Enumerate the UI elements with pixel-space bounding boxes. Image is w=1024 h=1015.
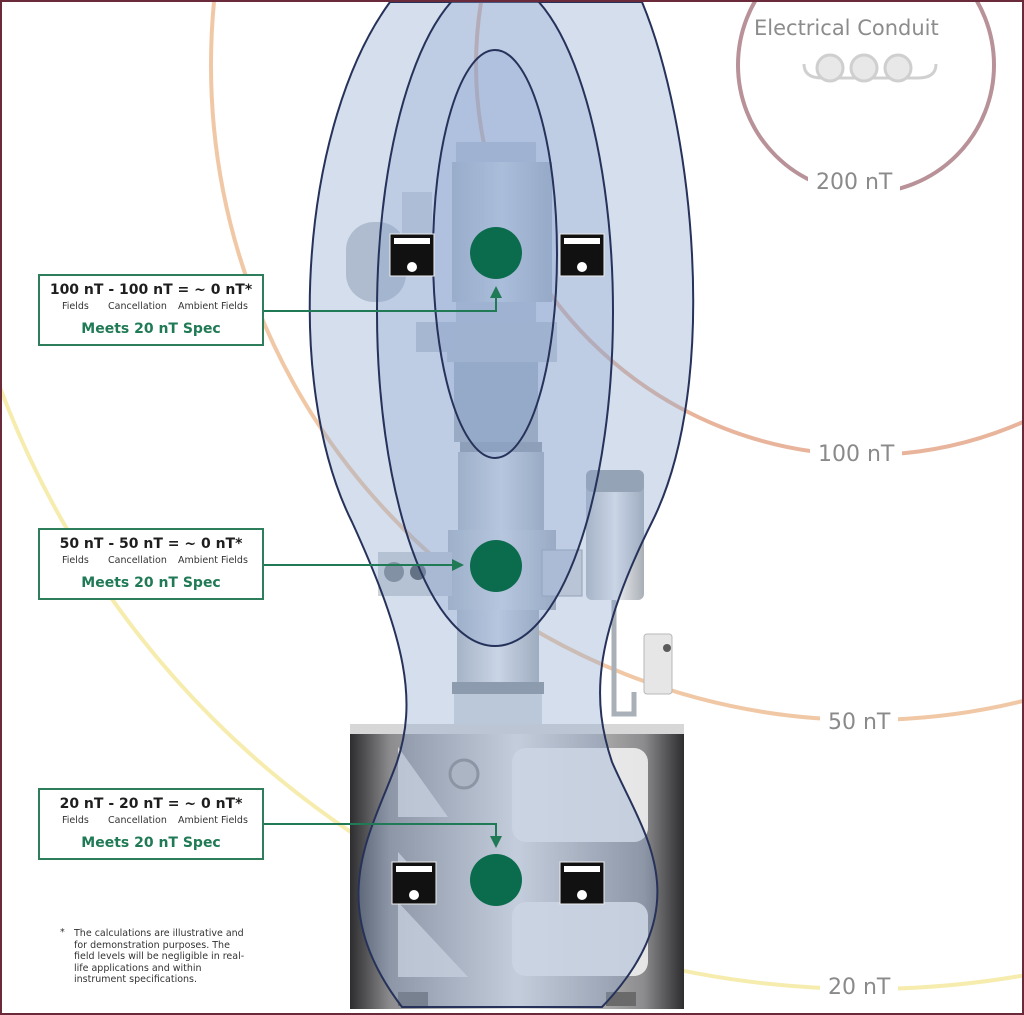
- spec-label: Meets 20 nT Spec: [81, 321, 221, 337]
- calc-ambient-label: Ambient Fields: [178, 815, 248, 826]
- calc-cancellation-label: Cancellation: [108, 301, 167, 312]
- calc-ambient-label: Ambient Fields: [178, 555, 248, 566]
- sensor-point-middle: [470, 540, 522, 592]
- footnote-marker: *: [60, 927, 65, 938]
- calc-fields-label: Fields: [62, 301, 89, 312]
- field-level-50: 50 nT: [820, 710, 899, 735]
- sensor-points: [470, 227, 522, 906]
- footnote-text: The calculations are illustrative and fo…: [74, 928, 245, 985]
- calc-cancellation-label: Cancellation: [108, 815, 167, 826]
- field-level-100: 100 nT: [810, 442, 903, 467]
- sensor-badges: [389, 233, 605, 905]
- calc-box-bottom: 20 nT - 20 nT = ~ 0 nT* Fields Cancellat…: [38, 788, 264, 860]
- calc-ambient-label: Ambient Fields: [178, 301, 248, 312]
- sensor-point-bottom: [470, 854, 522, 906]
- calc-equation: 20 nT - 20 nT = ~ 0 nT*: [59, 796, 243, 812]
- field-level-20: 20 nT: [820, 975, 899, 1000]
- calc-fields-label: Fields: [62, 815, 89, 826]
- calc-equation: 50 nT - 50 nT = ~ 0 nT*: [59, 536, 243, 552]
- spec-label: Meets 20 nT Spec: [81, 835, 221, 851]
- conduit-label: Electrical Conduit: [754, 16, 939, 40]
- calc-equation: 100 nT - 100 nT = ~ 0 nT*: [49, 282, 253, 298]
- connector-arrows: [264, 286, 502, 848]
- calc-fields-label: Fields: [62, 555, 89, 566]
- field-level-200: 200 nT: [808, 170, 901, 195]
- conduit-icon: [802, 53, 938, 83]
- arrow-bottom: [264, 823, 497, 838]
- footnote: * The calculations are illustrative and …: [60, 927, 250, 986]
- spec-label: Meets 20 nT Spec: [81, 575, 221, 591]
- calc-box-top: 100 nT - 100 nT = ~ 0 nT* Fields Cancell…: [38, 274, 264, 346]
- calc-box-middle: 50 nT - 50 nT = ~ 0 nT* Fields Cancellat…: [38, 528, 264, 600]
- arrow-top: [264, 296, 497, 312]
- calc-cancellation-label: Cancellation: [108, 555, 167, 566]
- sensor-point-top: [470, 227, 522, 279]
